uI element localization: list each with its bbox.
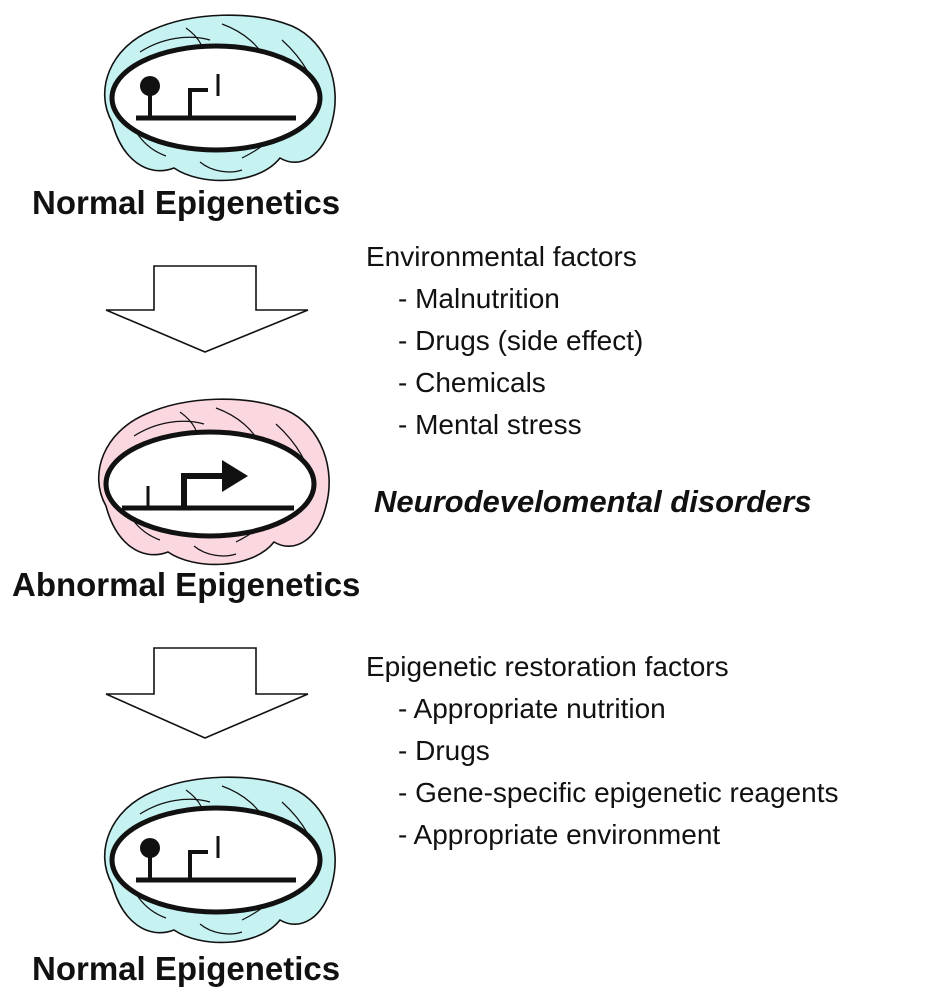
- restoration-factors-list: - Appropriate nutrition - Drugs - Gene-s…: [366, 688, 838, 856]
- nucleus-ellipse: [103, 429, 317, 539]
- nucleus-ellipse: [109, 43, 323, 153]
- restoration-factors-heading: Epigenetic restoration factors: [366, 651, 729, 682]
- list-item: - Chemicals: [398, 367, 546, 398]
- brain-normal-bottom: [103, 776, 336, 944]
- silenced-gene-icon: [136, 836, 296, 883]
- active-gene-icon: [122, 460, 294, 511]
- nucleus-ellipse: [109, 805, 323, 915]
- brain-abnormal: [97, 398, 330, 566]
- stage-label-abnormal: Abnormal Epigenetics: [12, 566, 361, 603]
- environmental-factors-heading: Environmental factors: [366, 241, 637, 272]
- stage-label-normal-top: Normal Epigenetics: [32, 184, 341, 221]
- stage-label-normal-bottom: Normal Epigenetics: [32, 950, 341, 987]
- list-item: - Gene-specific epigenetic reagents: [398, 777, 839, 808]
- silenced-gene-icon: [136, 74, 296, 121]
- list-item: - Drugs (side effect): [398, 325, 644, 356]
- down-arrow-1: [105, 265, 309, 353]
- list-item: - Mental stress: [398, 409, 582, 440]
- brain-normal-top: [103, 14, 336, 182]
- restoration-factors: Epigenetic restoration factors - Appropr…: [366, 646, 838, 856]
- down-arrow-2: [105, 647, 309, 739]
- environmental-factors: Environmental factors - Malnutrition - D…: [366, 236, 643, 446]
- list-item: - Drugs: [398, 735, 490, 766]
- environmental-factors-list: - Malnutrition - Drugs (side effect) - C…: [366, 278, 643, 446]
- list-item: - Appropriate nutrition: [398, 693, 666, 724]
- disorder-label: Neurodevelomental disorders: [374, 484, 812, 519]
- list-item: - Malnutrition: [398, 283, 560, 314]
- list-item: - Appropriate environment: [398, 819, 721, 850]
